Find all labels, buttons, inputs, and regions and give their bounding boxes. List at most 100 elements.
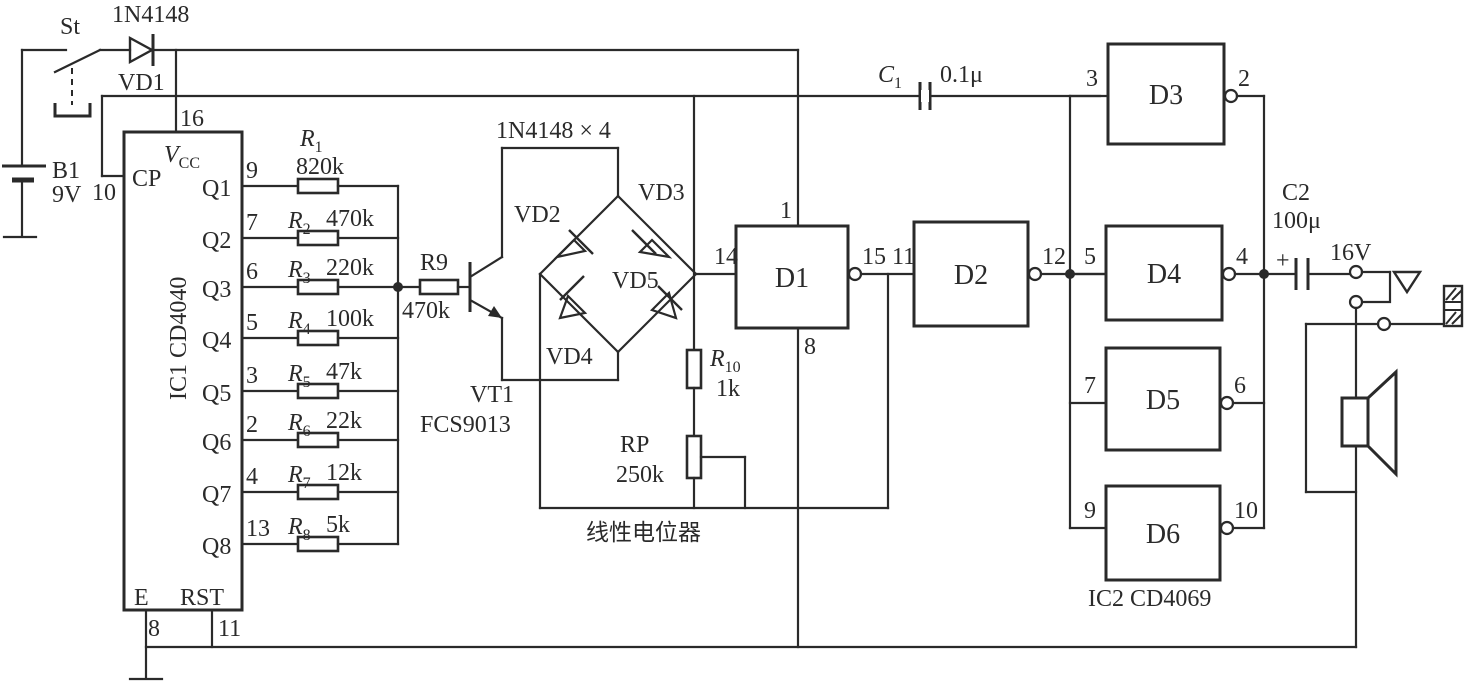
r4-value: 100k <box>326 306 374 332</box>
ic1-output-q2: Q2 <box>202 228 231 254</box>
vd1-label: VD1 <box>118 70 165 96</box>
gate-output-pin: 15 <box>862 244 886 270</box>
gate-pin-top: 1 <box>780 198 792 224</box>
ic1-pin-q8: 13 <box>246 516 270 542</box>
resistor-r3: R3 220k <box>240 255 400 296</box>
ic1-output-q5: Q5 <box>202 381 231 407</box>
potentiometer-rp[interactable]: RP 250k 线性电位器 <box>586 432 747 546</box>
ic1-output-q8: Q8 <box>202 534 231 560</box>
r7-label: R7 <box>287 462 311 492</box>
ic1-pin-rst: 11 <box>218 616 241 642</box>
switch-label: St <box>60 14 80 40</box>
ic1-pin-q3: 6 <box>246 259 258 285</box>
vd5-label: VD5 <box>612 268 659 294</box>
gate-output-pin: 10 <box>1234 498 1258 524</box>
battery-value: 9V <box>52 182 82 208</box>
rp-note: 线性电位器 <box>586 520 701 546</box>
ic1-pin-q2: 7 <box>246 210 258 236</box>
gate-input-pin: 5 <box>1084 244 1096 270</box>
ic1-cd4040: 16 VCC CP 10 E RST 8 11 IC1 CD4040 Q19Q2… <box>92 106 270 642</box>
switch-st[interactable]: St <box>53 14 102 118</box>
r2-value: 470k <box>326 206 374 232</box>
ic1-pin-vcc: 16 <box>180 106 204 132</box>
ic1-pin-cp: 10 <box>92 180 116 206</box>
gate-d6: D6 9 10 <box>1068 484 1266 582</box>
r3-value: 220k <box>326 255 374 281</box>
r7-value: 12k <box>326 460 362 486</box>
diode-vd1: 1N4148 VD1 <box>98 2 800 96</box>
resistor-r8: R8 5k <box>240 512 400 553</box>
resistor-r5: R5 47k <box>240 359 400 400</box>
r6-value: 22k <box>326 408 362 434</box>
resistor-r7: R7 12k <box>240 460 400 501</box>
gate-input-pin: 7 <box>1084 373 1096 399</box>
c1-value: 0.1μ <box>940 62 983 88</box>
c1-label: C1 <box>878 62 902 92</box>
resistor-r9: R9 470k <box>396 250 472 324</box>
ic1-output-q3: Q3 <box>202 277 231 303</box>
ic1-label: IC1 CD4040 <box>166 277 192 400</box>
bridge-part: 1N4148 × 4 <box>496 118 611 144</box>
transistor-vt1: VT1 FCS9013 <box>420 146 620 438</box>
gate-pin-bottom: 8 <box>804 334 816 360</box>
ic1-e-label: E <box>134 585 149 611</box>
gate-output-pin: 12 <box>1042 244 1066 270</box>
vt1-part: FCS9013 <box>420 412 511 438</box>
ic1-pin-q6: 2 <box>246 412 258 438</box>
gate-label: D2 <box>954 260 988 291</box>
gate-input-pin: 9 <box>1084 498 1096 524</box>
gate-label: D5 <box>1146 385 1180 416</box>
gate-d3: D3 3 2 <box>1068 42 1266 146</box>
ic1-pin-q4: 5 <box>246 310 258 336</box>
r5-value: 47k <box>326 359 362 385</box>
resistor-r10: R10 1k <box>685 346 741 438</box>
earphone-jack[interactable] <box>1304 264 1464 332</box>
gate-label: D1 <box>775 263 809 294</box>
r2-label: R2 <box>287 208 311 238</box>
gate-input-pin: 3 <box>1086 66 1098 92</box>
r9-label: R9 <box>420 250 448 276</box>
r8-value: 5k <box>326 512 350 538</box>
gate-d4: D4 5 4 <box>1068 224 1266 322</box>
vt1-label: VT1 <box>470 382 514 408</box>
gate-output-pin: 6 <box>1234 373 1246 399</box>
ic1-pin-q7: 4 <box>246 464 258 490</box>
ic1-output-q1: Q1 <box>202 176 231 202</box>
gate-output-pin: 2 <box>1238 66 1250 92</box>
rp-label: RP <box>620 432 649 458</box>
gate-label: D6 <box>1146 519 1180 550</box>
c2-value: 100μ <box>1272 208 1321 234</box>
r10-label: R10 <box>709 346 741 376</box>
resistor-r6: R6 22k <box>240 408 400 449</box>
r5-label: R5 <box>287 361 311 391</box>
r6-label: R6 <box>287 410 311 440</box>
c2-label: C2 <box>1282 180 1310 206</box>
vd4-label: VD4 <box>546 344 593 370</box>
r8-label: R8 <box>287 514 311 544</box>
rp-value: 250k <box>616 462 664 488</box>
c2-voltage: 16V <box>1330 240 1372 266</box>
capacitor-c1: C1 0.1μ <box>878 62 983 110</box>
gate-input-pin: 11 <box>892 244 915 270</box>
r3-label: R3 <box>287 257 311 287</box>
ic1-pin-q1: 9 <box>246 158 258 184</box>
gate-label: D3 <box>1149 80 1183 111</box>
r1-value: 820k <box>296 154 344 180</box>
ic1-cp-label: CP <box>132 166 161 192</box>
diode-bridge: 1N4148 × 4 VD2 VD3 VD4 VD5 <box>496 118 698 510</box>
r1-label: R1 <box>299 126 323 156</box>
speaker-icon <box>1304 306 1398 649</box>
r10-value: 1k <box>716 376 740 402</box>
ic1-output-q6: Q6 <box>202 430 231 456</box>
gate-output-pin: 4 <box>1236 244 1248 270</box>
ic2-label-visible: IC2 CD4069 <box>1088 586 1211 612</box>
gate-d5: D5 7 6 <box>1068 346 1266 452</box>
vd3-label: VD3 <box>638 180 685 206</box>
vd2-label: VD2 <box>514 202 561 228</box>
gate-label: D4 <box>1147 259 1181 290</box>
